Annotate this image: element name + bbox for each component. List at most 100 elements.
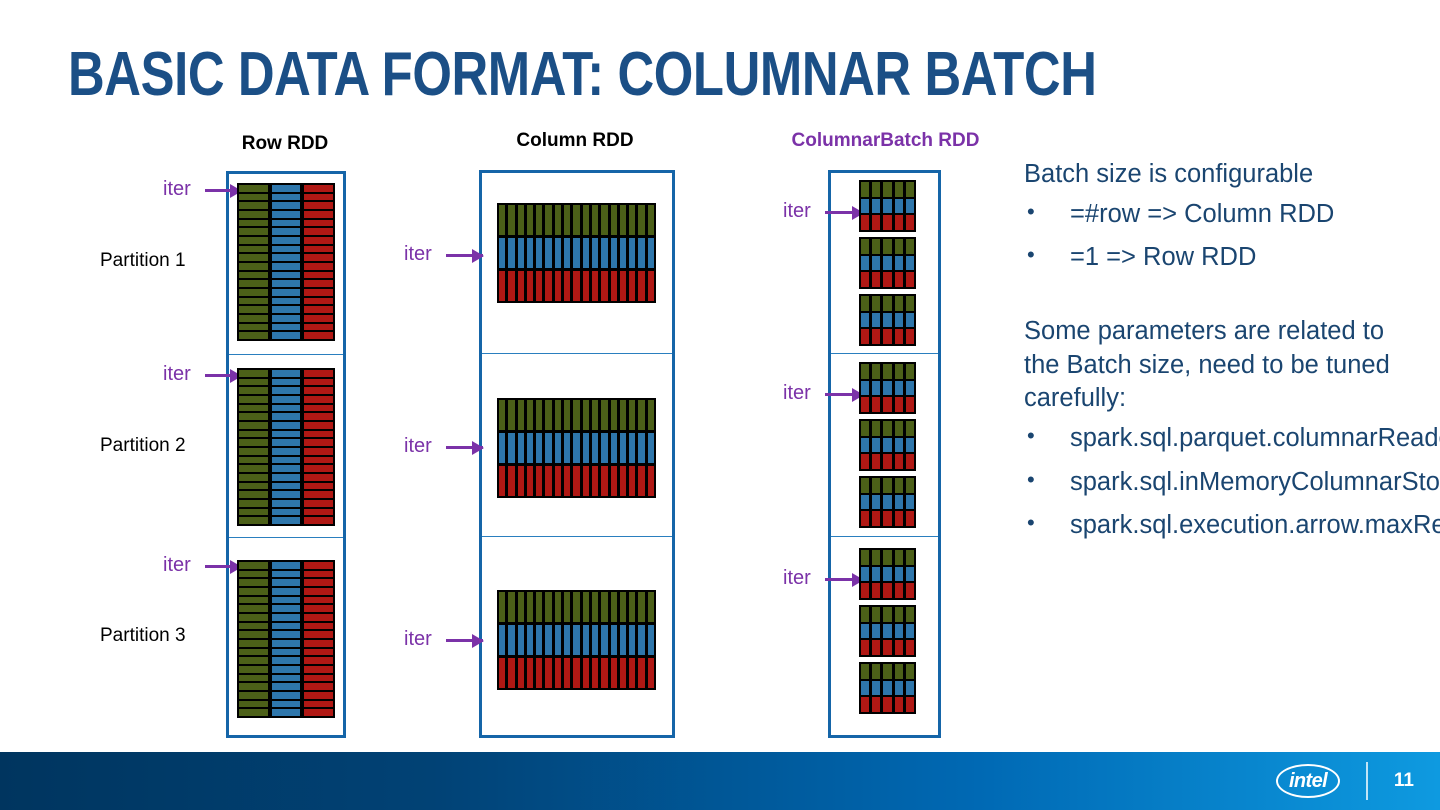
columnarbatch-stripe <box>883 511 892 527</box>
row-rdd-cell <box>239 700 268 708</box>
columnarbatch-rdd-iter-arrow-2 <box>825 387 864 402</box>
row-rdd-cell <box>304 596 334 604</box>
columnarbatch-stripe <box>894 623 903 639</box>
columnarbatch-stripe <box>894 272 903 288</box>
columnarbatch-stripe <box>861 397 870 413</box>
row-rdd-cell <box>271 570 301 578</box>
row-rdd-cell <box>239 306 268 314</box>
column-rdd-stripe <box>638 238 645 268</box>
column-rdd-stripe <box>601 238 608 268</box>
page-title: BASIC DATA FORMAT: COLUMNAR BATCH <box>68 40 1097 109</box>
column-rdd-stripe <box>582 433 589 463</box>
columnarbatch-stripe <box>883 607 892 622</box>
row-rdd-cell <box>239 692 268 699</box>
row-rdd-cell <box>304 245 334 253</box>
columnarbatch-rdd-iter-label-2: iter <box>783 382 811 404</box>
column-rdd-stripe <box>499 466 506 496</box>
columnarbatch-stripe <box>905 380 915 396</box>
row-rdd-cell <box>239 562 268 569</box>
row-rdd-cell <box>271 456 301 464</box>
row-rdd-data-block <box>237 560 335 718</box>
row-rdd-cell <box>271 422 301 429</box>
row-rdd-cell <box>304 465 334 473</box>
column-rdd-stripe <box>508 466 515 496</box>
column-rdd-stripe <box>601 592 608 622</box>
column-rdd-band <box>499 400 655 430</box>
column-rdd-stripe <box>545 205 552 235</box>
row-rdd-cell <box>239 297 268 305</box>
columnarbatch-band <box>861 478 915 493</box>
columnarbatch-stripe <box>883 421 892 436</box>
columnarbatch-band <box>861 437 915 453</box>
row-rdd-cell <box>239 579 268 587</box>
row-rdd-cell <box>271 413 301 421</box>
columnarbatch-stripe <box>872 182 881 197</box>
row-rdd-cell <box>239 370 268 377</box>
row-rdd-cell <box>239 674 268 682</box>
row-rdd-cell <box>271 245 301 253</box>
column-rdd-stripe <box>499 400 506 430</box>
row-rdd-cell <box>271 605 301 613</box>
row-rdd-cell <box>239 657 268 665</box>
column-rdd-stripe <box>647 400 655 430</box>
row-rdd-cell <box>271 674 301 682</box>
column-rdd-stripe <box>526 592 534 622</box>
columnarbatch-stripe <box>872 680 881 696</box>
columnarbatch-stripe <box>894 182 903 197</box>
column-rdd-stripe <box>554 658 562 688</box>
column-rdd-stripe <box>517 271 524 301</box>
columnarbatch-band <box>861 380 915 396</box>
columnarbatch-band <box>861 623 915 639</box>
columnarbatch-stripe <box>894 680 903 696</box>
column-rdd-stripe <box>536 205 543 235</box>
row-rdd-cell <box>304 562 334 569</box>
columnarbatch-band <box>861 697 915 713</box>
row-rdd-cell <box>271 640 301 647</box>
columnarbatch-stripe <box>883 215 892 231</box>
row-rdd-cell <box>304 271 334 279</box>
column-rdd-stripe <box>601 658 608 688</box>
row-rdd-cell <box>271 579 301 587</box>
row-rdd-cell <box>304 387 334 395</box>
columnarbatch-band <box>861 640 915 656</box>
row-rdd-iter-arrow-2 <box>205 368 242 383</box>
row-rdd-column <box>239 185 268 340</box>
column-rdd-stripe <box>610 433 617 463</box>
column-rdd-stripe <box>508 205 515 235</box>
column-rdd-stripe <box>564 625 571 655</box>
columnarbatch-stripe <box>872 437 881 453</box>
columnarbatch-band <box>861 664 915 679</box>
columnarbatch-band <box>861 583 915 599</box>
row-rdd-iter-label-1: iter <box>163 178 191 200</box>
columnarbatch-stripe <box>883 478 892 493</box>
column-rdd-stripe <box>526 400 534 430</box>
description-panel: Batch size is configurable =#row => Colu… <box>1024 158 1440 553</box>
columnarbatch-block <box>859 605 916 657</box>
column-rdd-stripe <box>629 238 636 268</box>
column-rdd-stripe <box>582 271 589 301</box>
column-rdd-stripe <box>554 466 562 496</box>
row-rdd-cell <box>271 202 301 210</box>
columnarbatch-stripe <box>894 364 903 379</box>
columnarbatch-stripe <box>905 454 915 470</box>
row-rdd-cell <box>271 228 301 236</box>
row-rdd-cell <box>304 474 334 481</box>
columnarbatch-stripe <box>905 255 915 271</box>
row-rdd-cell <box>304 422 334 429</box>
columnarbatch-stripe <box>861 664 870 679</box>
column-rdd-stripe <box>554 271 562 301</box>
columnarbatch-stripe <box>905 272 915 288</box>
columnarbatch-band <box>861 511 915 527</box>
column-rdd-stripe <box>564 433 571 463</box>
columnarbatch-stripe <box>861 380 870 396</box>
columnarbatch-band <box>861 255 915 271</box>
columnarbatch-stripe <box>872 511 881 527</box>
column-rdd-stripe <box>554 592 562 622</box>
column-rdd-stripe <box>508 658 515 688</box>
column-rdd-band <box>499 271 655 301</box>
column-rdd-stripe <box>647 238 655 268</box>
column-rdd-stripe <box>526 205 534 235</box>
columnarbatch-stripe <box>905 421 915 436</box>
column-rdd-stripe <box>545 400 552 430</box>
columnarbatch-block <box>859 180 916 232</box>
